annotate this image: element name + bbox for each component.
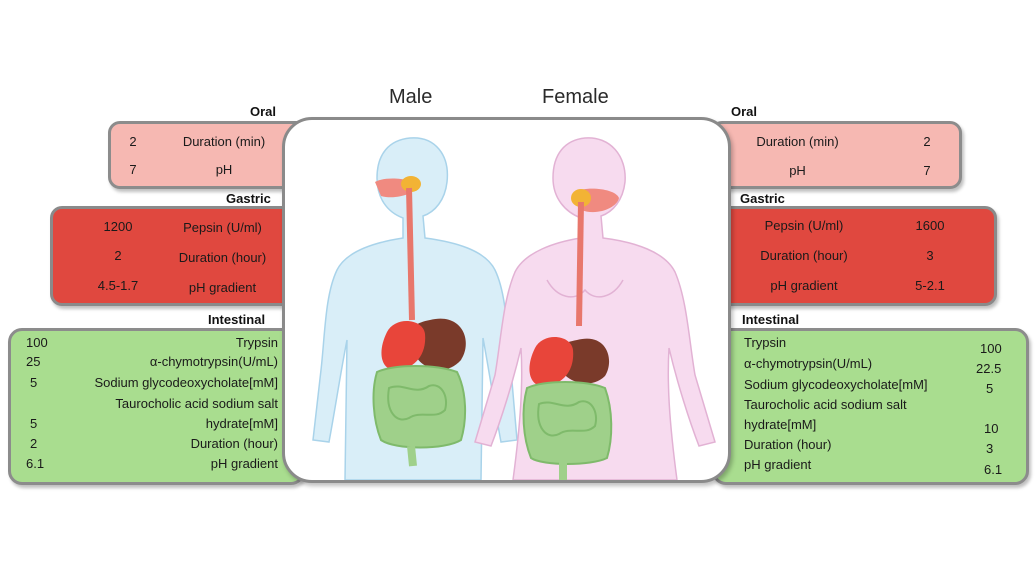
male-gastric-param: Duration (hour)	[178, 250, 267, 265]
female-intestinal-param: Sodium glycodeoxycholate[mM]	[744, 377, 928, 392]
male-intestinal-param: hydrate[mM]	[205, 416, 278, 431]
female-intestinal-param: α-chymotrypsin(U/mL)	[744, 356, 873, 371]
female-intestinal-value: 22.5	[976, 361, 1002, 376]
female-gastric-panel	[712, 206, 997, 306]
female-oral-panel	[710, 121, 962, 189]
male-intestinal-value: 2	[30, 436, 38, 451]
male-oral-value: 2	[129, 134, 137, 149]
male-intestinal-param: pH gradient	[210, 456, 278, 471]
female-intestinal-value: 6.1	[984, 462, 1003, 477]
male-intestinal-param: Sodium glycodeoxycholate[mM]	[94, 375, 278, 390]
male-gastric-title: Gastric	[226, 191, 271, 206]
male-intestines	[372, 365, 467, 449]
female-intestinal-value: 5	[986, 381, 994, 396]
male-salivary-gland	[401, 176, 421, 192]
female-gastric-param: Pepsin (U/ml)	[764, 218, 844, 233]
female-intestinal-param: Trypsin	[744, 335, 787, 350]
male-oral-param: Duration (min)	[182, 134, 266, 149]
female-intestinal-value: 100	[980, 341, 1002, 356]
female-oral-param: Duration (min)	[756, 134, 839, 149]
female-oral-value: 2	[923, 134, 931, 149]
male-digestive-organs	[372, 176, 467, 467]
female-gastric-value: 1600	[915, 218, 945, 233]
male-intestinal-param: α-chymotrypsin(U/mL)	[149, 354, 278, 369]
female-digestive-organs	[522, 188, 619, 480]
female-gastric-value: 3	[926, 248, 934, 263]
female-oral-value: 7	[923, 163, 931, 178]
female-gastric-param: Duration (hour)	[760, 248, 848, 263]
male-body-silhouette	[312, 137, 518, 480]
male-intestinal-value: 100	[26, 335, 48, 350]
male-gastric-value: 4.5-1.7	[97, 278, 139, 293]
male-intestinal-value: 5	[30, 375, 38, 390]
female-intestinal-value: 3	[986, 441, 994, 456]
female-stomach	[529, 336, 574, 386]
male-intestinal-param: Trypsin	[235, 335, 278, 350]
male-header: Male	[389, 86, 433, 108]
male-intestinal-value: 5	[30, 416, 38, 431]
female-intestinal-param: pH gradient	[744, 457, 812, 472]
male-gastric-param: pH gradient	[188, 280, 257, 295]
female-header: Female	[542, 86, 609, 108]
male-oral-title: Oral	[250, 104, 277, 119]
male-intestinal-param: Duration (hour)	[190, 436, 278, 451]
male-oral-panel	[108, 121, 308, 189]
anatomy-illustration	[312, 137, 716, 480]
female-salivary-gland	[571, 189, 591, 207]
male-gastric-value: 1200	[103, 219, 133, 234]
female-intestinal-title: Intestinal	[742, 312, 800, 327]
female-gastric-value: 5-2.1	[915, 278, 945, 293]
female-intestinal-value: 10	[984, 421, 999, 436]
male-oral-value: 7	[129, 162, 137, 177]
male-intestinal-param: Taurocholic acid sodium salt	[115, 396, 278, 411]
male-stomach	[381, 320, 426, 370]
male-esophagus	[406, 187, 415, 321]
female-oral-param: pH	[789, 163, 806, 178]
male-intestinal-value: 6.1	[26, 456, 45, 471]
female-oral-title: Oral	[731, 104, 758, 119]
female-intestines	[522, 381, 613, 465]
female-intestinal-panel	[712, 328, 1029, 485]
digestive-system-figure	[282, 117, 731, 483]
female-intestinal-param: Taurocholic acid sodium salt	[744, 397, 907, 412]
female-intestinal-param: Duration (hour)	[744, 437, 832, 452]
female-gastric-param: pH gradient	[770, 278, 838, 293]
male-oral-param: pH	[215, 162, 233, 177]
male-gastric-panel	[50, 206, 305, 306]
female-intestinal-param: hydrate[mM]	[744, 417, 817, 432]
male-intestinal-value: 25	[26, 354, 41, 369]
female-gastric-title: Gastric	[740, 191, 785, 206]
male-gastric-value: 2	[114, 248, 122, 263]
male-gastric-param: Pepsin (U/ml)	[183, 220, 262, 235]
male-intestinal-title: Intestinal	[208, 312, 266, 327]
female-esophagus	[576, 201, 584, 327]
male-intestinal-panel	[8, 328, 305, 485]
